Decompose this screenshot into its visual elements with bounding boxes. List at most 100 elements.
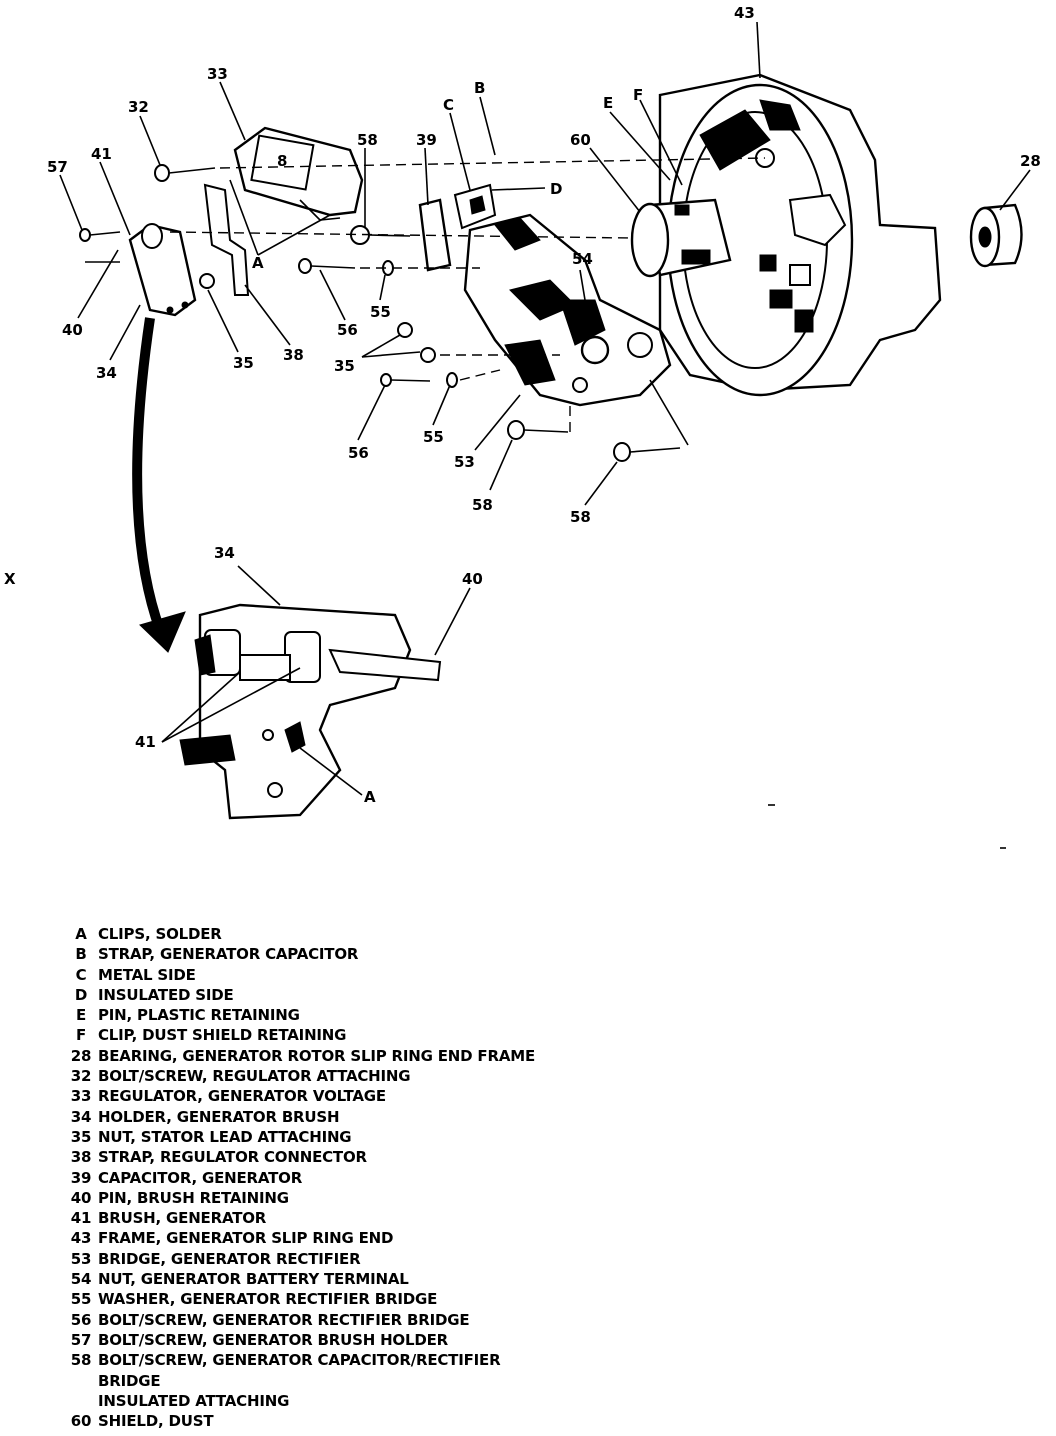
legend-description: BEARING, GENERATOR ROTOR SLIP RING END F… [98, 1046, 536, 1065]
callout-58-bridge-right: 58 [570, 508, 591, 526]
callout-E: E [603, 94, 613, 112]
callout-28: 28 [1020, 152, 1041, 170]
callout-56-lower: 56 [348, 444, 369, 462]
legend-code: 56 [70, 1310, 92, 1329]
legend-description: CLIPS, SOLDER [98, 925, 222, 943]
callout-57: 57 [47, 158, 68, 176]
legend-description: HOLDER, GENERATOR BRUSH [98, 1107, 340, 1126]
legend-code: 53 [70, 1249, 92, 1268]
callout-35-strap: 35 [233, 354, 254, 372]
legend-description: BOLT/SCREW, GENERATOR CAPACITOR/RECTIFIE… [98, 1351, 501, 1410]
alignment-lines [169, 157, 766, 432]
callout-40: 40 [62, 321, 83, 339]
legend-code: D [74, 985, 88, 1004]
callout-A: A [252, 254, 264, 272]
callout-41: 41 [91, 145, 112, 163]
legend-item: 33 REGULATOR, GENERATOR VOLTAGE [64, 1086, 624, 1106]
legend-description: BRIDGE, GENERATOR RECTIFIER [98, 1249, 361, 1268]
legend-code: 35 [70, 1127, 92, 1146]
callout-33: 33 [207, 65, 228, 83]
callout-54: 54 [572, 250, 593, 268]
callout-B: B [474, 79, 485, 97]
legend-description: STRAP, REGULATOR CONNECTOR [98, 1148, 367, 1167]
legend-code: 28 [70, 1046, 92, 1065]
callout-32: 32 [128, 98, 149, 116]
legend-code: 33 [70, 1087, 92, 1106]
brush-holder-detail [161, 565, 471, 820]
legend-item: 32 BOLT/SCREW, REGULATOR ATTACHING [64, 1066, 624, 1086]
legend-description: PIN, PLASTIC RETAINING [98, 1006, 300, 1025]
legend-description: BOLT/SCREW, REGULATOR ATTACHING [98, 1067, 411, 1086]
legend-code: 40 [70, 1188, 92, 1207]
legend-item: D INSULATED SIDE [64, 985, 624, 1005]
callout-53: 53 [454, 453, 475, 471]
page-marks: X [4, 570, 1006, 849]
capacitor [418, 183, 497, 272]
callout-55-lower: 55 [423, 428, 444, 446]
regulator-connector-strap [203, 183, 250, 296]
exploded-diagram: 8 [4, 4, 1041, 849]
rectifier-bridge [463, 213, 672, 407]
callout-58-bridge-left: 58 [472, 496, 493, 514]
bearing [969, 203, 1023, 268]
legend-code: F [75, 1026, 87, 1045]
page-marker: X [4, 570, 16, 588]
legend-code: 34 [70, 1107, 92, 1126]
callout-60: 60 [570, 131, 591, 149]
legend-description: FRAME, GENERATOR SLIP RING END [98, 1229, 394, 1248]
legend-code: 54 [70, 1270, 92, 1289]
legend-description: BOLT/SCREW, GENERATOR BRUSH HOLDER [98, 1330, 448, 1349]
legend-description: SHIELD, DUST [98, 1412, 214, 1431]
legend-description: CLIP, DUST SHIELD RETAINING [98, 1026, 347, 1045]
legend-description: METAL SIDE [98, 965, 196, 984]
legend-item: 34 HOLDER, GENERATOR BRUSH [64, 1107, 624, 1127]
legend-description: BRUSH, GENERATOR [98, 1209, 267, 1228]
fasteners [79, 164, 681, 462]
legend-code: 32 [70, 1067, 92, 1086]
legend-item: 54 NUT, GENERATOR BATTERY TERMINAL [64, 1269, 624, 1289]
brush-holder [128, 223, 197, 317]
legend-description: CAPACITOR, GENERATOR [98, 1168, 303, 1187]
detail-callout-40: 40 [462, 570, 483, 588]
callout-C: C [443, 96, 454, 114]
legend-description: BOLT/SCREW, GENERATOR RECTIFIER BRIDGE [98, 1310, 470, 1329]
legend-code: E [75, 1006, 87, 1025]
detail-callout-A: A [364, 788, 376, 806]
detail-callout-34: 34 [214, 544, 235, 562]
legend-code: B [75, 945, 87, 964]
legend-item: 28 BEARING, GENERATOR ROTOR SLIP RING END… [64, 1046, 624, 1066]
callout-56-upper: 56 [337, 321, 358, 339]
legend-item: E PIN, PLASTIC RETAINING [64, 1005, 624, 1025]
callout-43: 43 [734, 4, 755, 22]
legend-code: 60 [70, 1412, 92, 1431]
svg-text:8: 8 [277, 152, 287, 170]
legend-description: PIN, BRUSH RETAINING [98, 1188, 289, 1207]
legend-description: WASHER, GENERATOR RECTIFIER BRIDGE [98, 1290, 438, 1309]
legend-description: STRAP, GENERATOR CAPACITOR [98, 945, 359, 964]
legend-code: 39 [70, 1168, 92, 1187]
legend-code: 58 [70, 1351, 92, 1370]
legend-item: 40 PIN, BRUSH RETAINING [64, 1188, 624, 1208]
legend-description: NUT, GENERATOR BATTERY TERMINAL [98, 1270, 409, 1289]
legend-item: 58 BOLT/SCREW, GENERATOR CAPACITOR/RECTIF… [64, 1350, 624, 1411]
callout-39: 39 [416, 131, 437, 149]
legend-description: REGULATOR, GENERATOR VOLTAGE [98, 1087, 386, 1106]
legend-description: INSULATED SIDE [98, 985, 234, 1004]
detail-arrow [132, 317, 186, 653]
legend-item: F CLIP, DUST SHIELD RETAINING [64, 1025, 624, 1045]
legend-item: 41 BRUSH, GENERATOR [64, 1208, 624, 1228]
callout-D: D [550, 180, 562, 198]
leader-lines [59, 21, 1031, 506]
legend-code: 41 [70, 1209, 92, 1228]
legend-item: 53 BRIDGE, GENERATOR RECTIFIER [64, 1249, 624, 1269]
detail-callout-41: 41 [135, 733, 156, 751]
legend-item: 56 BOLT/SCREW, GENERATOR RECTIFIER BRIDGE [64, 1310, 624, 1330]
